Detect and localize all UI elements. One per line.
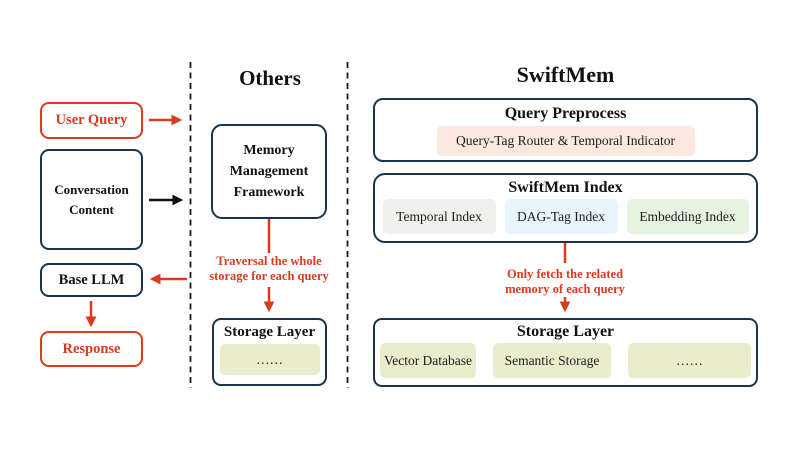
swiftmem-title: SwiftMem: [516, 62, 615, 87]
vector-database-chip: Vector Database: [380, 343, 476, 378]
query-preprocess-box: Query Preprocess Query-Tag Router & Temp…: [373, 98, 758, 162]
temporal-index-chip: Temporal Index: [382, 199, 496, 234]
others-title: Others: [239, 66, 301, 90]
fetch-annotation: Only fetch the related memory of each qu…: [495, 267, 635, 297]
memory-management-framework-box: Memory Management Framework: [211, 124, 327, 219]
semantic-storage-chip: Semantic Storage: [493, 343, 611, 378]
query-preprocess-title: Query Preprocess: [504, 105, 627, 122]
traversal-annotation-line2: storage for each query: [209, 269, 329, 283]
base-llm-box: Base LLM: [40, 263, 143, 297]
fetch-annotation-line1: Only fetch the related: [506, 267, 624, 281]
embedding-index-chip: Embedding Index: [626, 199, 749, 234]
user-query-box: User Query: [40, 102, 143, 139]
storage-layer-box-others: Storage Layer ……: [212, 318, 327, 386]
traversal-annotation-line1: Traversal the whole: [216, 254, 322, 268]
fetch-annotation-line2: memory of each query: [505, 282, 625, 296]
swiftmem-index-title: SwiftMem Index: [508, 179, 623, 196]
query-tag-router-chip: Query-Tag Router & Temporal Indicator: [436, 126, 695, 156]
traversal-annotation: Traversal the whole storage for each que…: [199, 254, 339, 284]
response-box: Response: [40, 331, 143, 367]
swiftmem-index-box: SwiftMem Index Temporal Index DAG-Tag In…: [373, 173, 758, 243]
dag-tag-index-chip: DAG-Tag Index: [504, 199, 618, 234]
storage-layer-swiftmem-title: Storage Layer: [516, 323, 615, 340]
storage-ellipsis-chip-others: ……: [219, 344, 320, 375]
conversation-content-box: Conversation Content: [40, 149, 143, 250]
storage-ellipsis-chip-swiftmem: ……: [628, 343, 751, 378]
storage-layer-others-title: Storage Layer: [223, 324, 316, 340]
storage-layer-box-swiftmem: Storage Layer Vector Database Semantic S…: [373, 318, 758, 387]
